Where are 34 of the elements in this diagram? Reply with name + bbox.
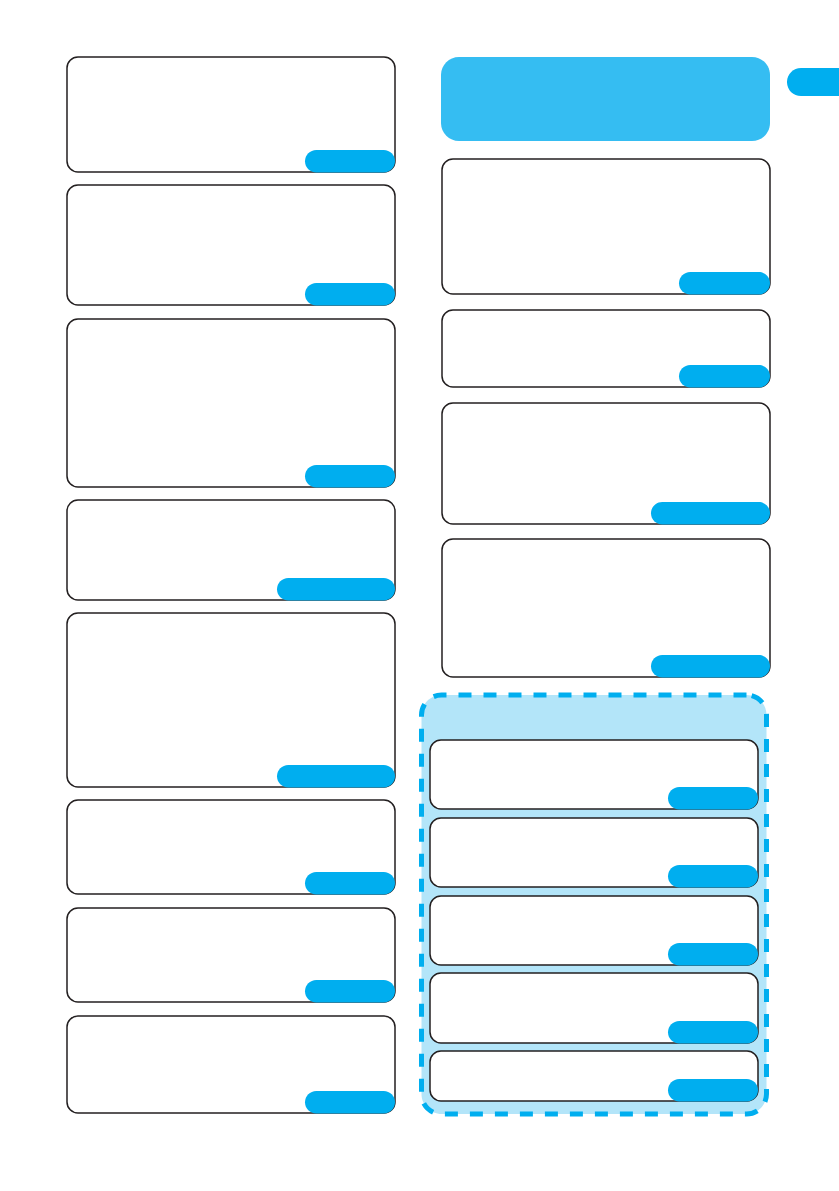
label-tab <box>651 502 770 525</box>
label-tab <box>668 1079 758 1102</box>
rounded-box <box>66 907 396 1003</box>
rounded-box <box>429 739 759 810</box>
label-tab <box>668 787 758 810</box>
rounded-box <box>66 612 396 788</box>
label-tab <box>305 872 395 895</box>
rounded-box <box>429 895 759 966</box>
rounded-box <box>66 799 396 895</box>
label-tab <box>277 765 395 788</box>
label-tab <box>651 655 770 678</box>
label-tab <box>277 578 395 601</box>
rounded-box <box>441 158 771 295</box>
rounded-box <box>441 309 771 388</box>
label-tab <box>679 272 770 295</box>
rounded-box <box>441 538 771 678</box>
label-tab <box>679 365 770 388</box>
rounded-box <box>429 817 759 888</box>
rounded-box <box>66 184 396 306</box>
rounded-box <box>66 56 396 173</box>
heading-band <box>441 57 770 141</box>
rounded-box <box>429 972 759 1044</box>
rounded-box <box>66 499 396 601</box>
label-tab <box>305 283 395 306</box>
label-tab <box>305 150 395 173</box>
rounded-box <box>441 402 771 525</box>
rounded-box <box>66 1015 396 1114</box>
label-tab <box>305 980 395 1003</box>
rounded-box <box>66 318 396 488</box>
label-tab <box>305 1091 395 1114</box>
label-tab <box>305 465 395 488</box>
label-tab <box>668 865 758 888</box>
label-tab <box>668 1021 758 1044</box>
label-tab <box>668 943 758 966</box>
